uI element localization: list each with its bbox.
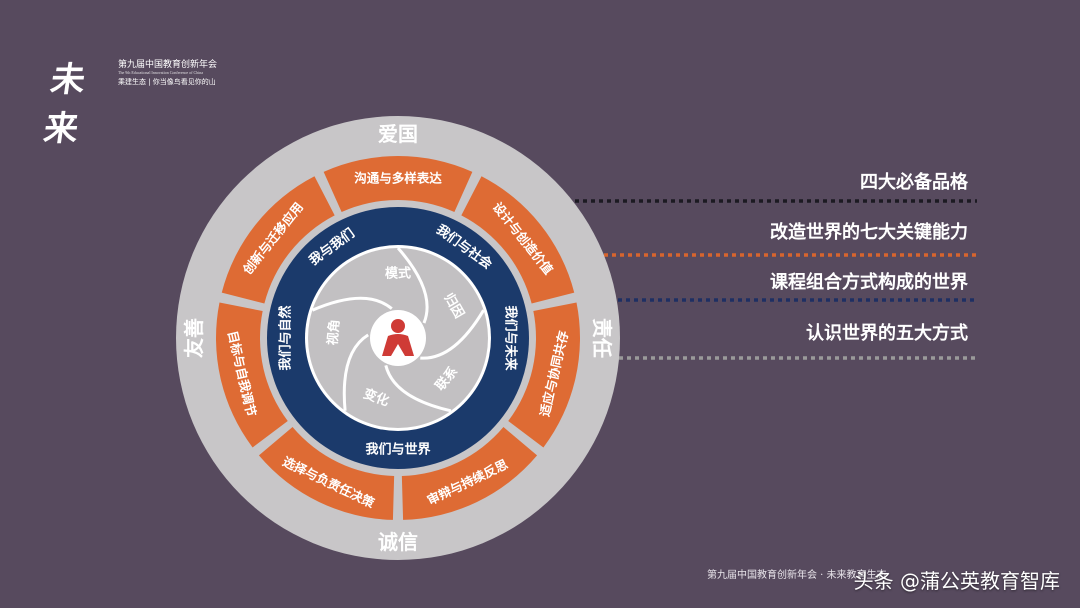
- center-figure: [370, 310, 426, 366]
- legend-label-abilities: 改造世界的七大关键能力: [770, 222, 968, 243]
- outer-ring-label: 友善: [182, 318, 206, 358]
- skill-ring-label: 沟通与多样表达: [354, 171, 442, 186]
- outer-ring-label: 爱国: [378, 122, 418, 146]
- skill-ring-segment: [216, 302, 288, 448]
- watermark: 头条 @蒲公英教育智库: [853, 569, 1060, 593]
- lens-blade-line: [342, 333, 369, 411]
- lens-blade-line: [396, 247, 429, 324]
- legend-label-character: 四大必备品格: [860, 172, 968, 193]
- footer-note: 第九届中国教育创新年会 · 未来教育生态: [707, 570, 887, 581]
- relation-ring-label: 我们与自然: [278, 305, 294, 370]
- relation-ring-label: 我们与未来: [503, 305, 519, 371]
- relation-ring-label: 我们与世界: [365, 442, 430, 458]
- lens-blade-line: [311, 296, 393, 312]
- logo-title: 第九届中国教育创新年会: [118, 60, 218, 70]
- lens-label: 视角: [325, 319, 343, 346]
- legend-label-cognition: 认识世界的五大方式: [806, 323, 968, 344]
- skill-ring-segment: [258, 427, 395, 520]
- outer-ring-label: 诚信: [378, 530, 418, 554]
- skill-ring-segment: [508, 302, 580, 448]
- legend-label-curriculum: 课程组合方式构成的世界: [770, 272, 968, 293]
- logo-english-title: The 9th Educational Innovation Conferenc…: [118, 70, 204, 75]
- skill-ring-segment: [461, 176, 575, 304]
- skill-ring-segment: [221, 176, 335, 304]
- person-icon: [382, 319, 414, 356]
- lens-blade-line: [420, 309, 485, 360]
- outer-ring-label: 责任: [590, 318, 614, 358]
- skill-ring-segment: [401, 427, 538, 520]
- lens-blade-line: [384, 364, 452, 413]
- logo-slogan: 乘建生态 | 你当像鸟看见你的山: [118, 78, 216, 86]
- skill-ring-segment: [323, 156, 473, 213]
- lens-label: 模式: [385, 266, 411, 282]
